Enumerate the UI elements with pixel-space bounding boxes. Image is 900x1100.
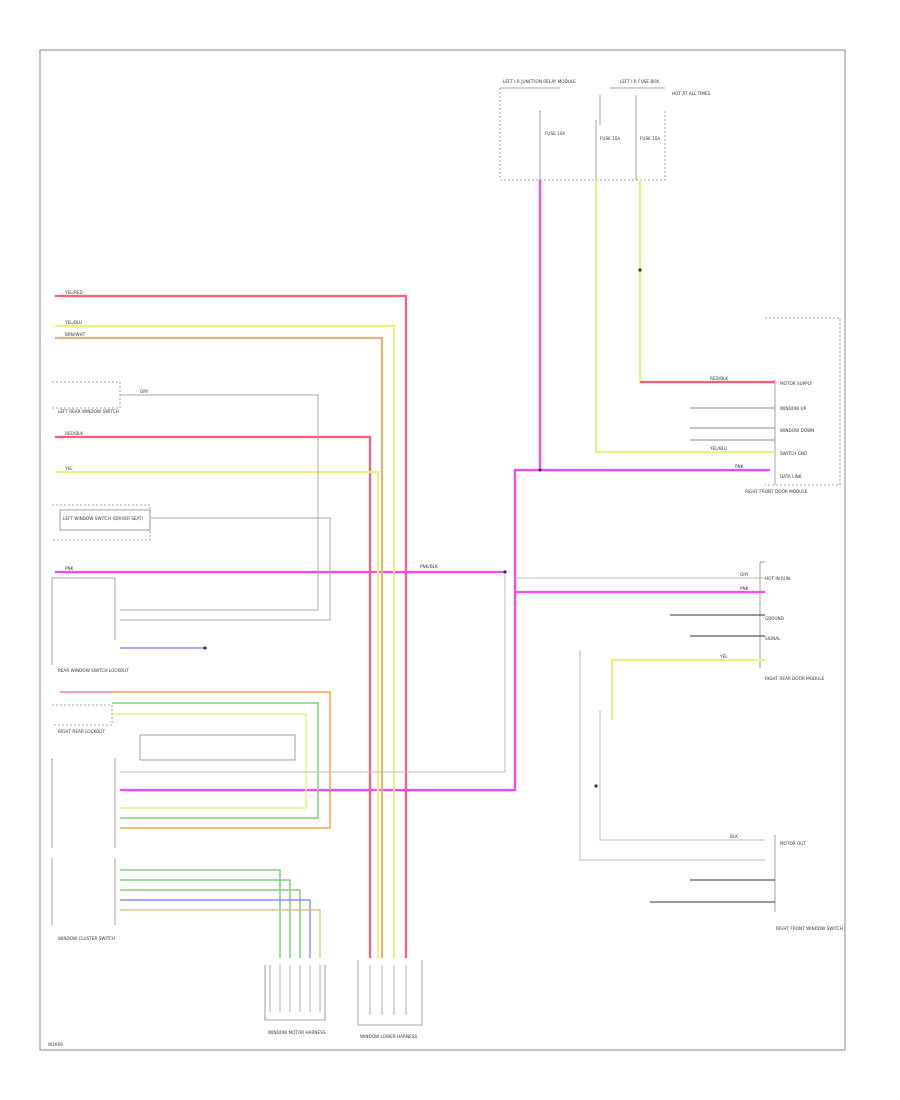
wire-gray-left <box>120 517 331 621</box>
left-rear-window-switch-label: LEFT REAR WINDOW SWITCH <box>58 409 119 414</box>
terminal-data-link: DATA LINK <box>780 474 802 479</box>
terminal-signal: SIGNAL <box>765 636 781 641</box>
wire-green-cluster-1 <box>120 869 281 958</box>
wire-label-red-blk: RED/BLK <box>65 431 83 436</box>
terminal-hot-in-run: HOT IN RUN <box>765 576 790 581</box>
wire-blue-cluster <box>120 899 311 958</box>
harness-connectors <box>264 960 423 1026</box>
right-front-door-module-label: RIGHT FRONT DOOR MODULE <box>745 489 808 494</box>
terminal-window-up: WINDOW UP <box>780 406 807 411</box>
wire-tan-cluster <box>120 909 321 958</box>
wire-label-gry-rr: GRY <box>740 572 749 577</box>
wire-label-yel: YEL <box>64 466 73 471</box>
rear-window-switch-lockout-label: REAR WINDOW SWITCH LOCKOUT <box>58 668 129 673</box>
wire-gray-left-rear <box>120 394 319 611</box>
wire-label-pnk: PNK <box>65 566 74 571</box>
wire-pink-main <box>120 180 542 792</box>
wire-gray-rr-v2 <box>579 650 765 861</box>
wire-label-yel-blu: YEL/BLU <box>64 320 82 325</box>
fuse-3-label: FUSE 10A <box>640 136 660 141</box>
terminal-motor-supply: MOTOR SUPPLY <box>780 381 813 386</box>
wire-label-brn-wht: BRN/WHT <box>65 332 86 337</box>
wire-red-2 <box>55 435 372 958</box>
wire-label-yel-red: YEL/RED <box>64 290 83 295</box>
wire-label-yel-rf: YEL/BLU <box>709 446 727 451</box>
terminal-switch-gnd: SWITCH GND <box>780 451 807 456</box>
fuse-box-right-label: LEFT I.P. FUSE BOX <box>620 79 659 84</box>
wire-label-pnk-mid: PNK/BLK <box>420 564 438 569</box>
wire-tan-fuse <box>638 180 775 384</box>
window-lower-harness-label: WINDOW LOWER HARNESS <box>360 1034 417 1039</box>
wire-yellow-fuse <box>594 180 775 454</box>
left-components <box>51 381 296 925</box>
wire-label-pnk-rf: PNK <box>735 464 744 469</box>
wire-group <box>55 180 775 958</box>
wire-orange-lockout <box>112 691 331 829</box>
terminal-ground: GROUND <box>765 616 784 621</box>
right-rear-door-module-label: RIGHT REAR DOOR MODULE <box>765 676 825 681</box>
wire-tan-1 <box>55 336 384 958</box>
fuse-box-group <box>499 87 666 181</box>
fuse-2-label: FUSE 10A <box>600 136 620 141</box>
wire-green-cluster-2 <box>120 879 291 958</box>
wire-yellow-1 <box>55 324 396 958</box>
wire-yellow-lockout <box>112 713 307 809</box>
junction-dots <box>203 268 642 788</box>
left-window-switch-label: LEFT WINDOW SWITCH (DRIVER SEAT) <box>63 516 144 521</box>
right-front-window-switch-label: RIGHT FRONT WINDOW SWITCH <box>776 926 843 931</box>
footer-code: W2669 <box>48 1042 63 1047</box>
window-motor-harness-label: WINDOW MOTOR HARNESS <box>268 1030 326 1035</box>
diagram-border <box>39 49 846 1051</box>
wire-gray-mid <box>120 575 506 773</box>
harness-pins <box>269 965 407 1015</box>
wire-label-red-rf: RED/BLK <box>710 376 728 381</box>
window-cluster-switch-label: WINDOW CLUSTER SWITCH <box>58 936 115 941</box>
terminal-labels: MOTOR SUPPLY WINDOW UP WINDOW DOWN SWITC… <box>765 381 814 846</box>
wire-yellow-2 <box>55 470 380 958</box>
wire-label-blk-rf: BLK <box>730 834 738 839</box>
wire-green-cluster-3 <box>120 889 301 958</box>
wire-label-pnk-rr: PNK <box>740 586 749 591</box>
fuse-box-left-label: LEFT I.P. JUNCTION RELAY MODULE <box>503 79 576 84</box>
terminal-window-down: WINDOW DOWN <box>780 428 814 433</box>
wire-gray-rr-v <box>599 710 765 841</box>
right-front-door-module <box>765 317 841 486</box>
right-rear-lockout-label: RIGHT REAR LOCKOUT <box>58 729 105 734</box>
hot-at-all-times-label: HOT AT ALL TIMES <box>672 91 711 96</box>
wire-green-lockout <box>112 702 319 819</box>
terminal-motor-out: MOTOR OUT <box>780 841 806 846</box>
wire-labels: YEL/RED YEL/BLU BRN/WHT GRY RED/BLK YEL … <box>64 290 749 839</box>
wire-label-yel-rr: YEL <box>719 654 728 659</box>
fuse-1-label: FUSE 10A <box>545 131 565 136</box>
wire-label-gry: GRY <box>140 389 149 394</box>
wire-red-top <box>55 294 408 958</box>
wire-yellow-rr <box>610 658 765 720</box>
